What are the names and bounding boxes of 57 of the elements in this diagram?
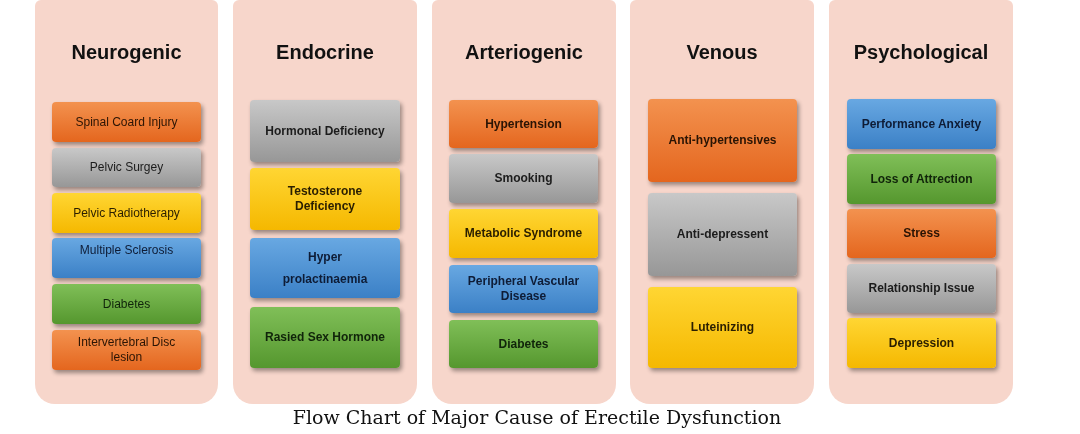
cause-label: Diabetes [498, 336, 549, 352]
cause-box [648, 287, 797, 368]
category-panel [630, 0, 814, 404]
cause-label: Metabolic Syndrome [464, 226, 583, 241]
cause-label: Smooking [494, 171, 553, 186]
cause-box [250, 238, 400, 298]
cause-box [449, 100, 598, 148]
cause-box [847, 318, 996, 368]
cause-label: Pelvic Radiotherapy [73, 205, 180, 221]
cause-label: Spinal Coard Injury [75, 114, 178, 130]
panel-heading: Endocrine [276, 40, 374, 64]
cause-label: Diabetes [102, 296, 151, 312]
cause-label: Anti-depressent [676, 227, 769, 242]
cause-box [52, 193, 201, 233]
cause-box [52, 102, 201, 142]
cause-label: Hyper prolactinaemia [281, 249, 369, 288]
cause-label: Anti-hypertensives [668, 133, 777, 148]
panel-heading: Arteriogenic [465, 40, 583, 64]
cause-label: Loss of Attrection [870, 171, 973, 187]
cause-box [648, 193, 797, 276]
cause-box [449, 320, 598, 368]
panel-heading: Venous [686, 40, 758, 64]
cause-label: Peripheral Vascular Disease [466, 274, 581, 304]
cause-label: Hormonal Deficiency [265, 123, 385, 139]
cause-label: Pelvic Surgey [89, 160, 164, 175]
category-panel [35, 0, 218, 404]
category-panel [233, 0, 417, 404]
cause-box [449, 154, 598, 203]
cause-label: Multiple Sclerosis [79, 243, 174, 258]
cause-label: Depression [888, 335, 955, 351]
cause-box [648, 99, 797, 182]
cause-box [250, 100, 400, 162]
cause-label: Hypertension [485, 116, 562, 132]
cause-box [250, 168, 400, 230]
cause-box [449, 209, 598, 258]
cause-box [847, 154, 996, 204]
cause-box [847, 264, 996, 313]
cause-box [250, 307, 400, 368]
cause-label: Rasied Sex Hormone [264, 330, 385, 345]
category-panel [432, 0, 616, 404]
cause-label: Performance Anxiety [861, 116, 982, 132]
cause-label: Relationship Issue [868, 281, 975, 296]
cause-label: Testosterone Deficiency [286, 184, 364, 214]
cause-box [847, 209, 996, 258]
cause-label: Stress [903, 226, 940, 241]
panel-heading: Neurogenic [71, 40, 182, 64]
cause-box [52, 238, 201, 278]
cause-box [52, 148, 201, 187]
panel-heading: Psychological [853, 40, 989, 64]
cause-box [449, 265, 598, 313]
cause-label: Luteinizing [690, 320, 755, 335]
figure-caption: Flow Chart of Major Cause of Erectile Dysfunction [292, 405, 782, 429]
cause-label: Intervertebral Disc lesion [76, 335, 177, 365]
cause-box [52, 330, 201, 370]
cause-box [847, 99, 996, 149]
cause-box [52, 284, 201, 324]
category-panel [829, 0, 1013, 404]
